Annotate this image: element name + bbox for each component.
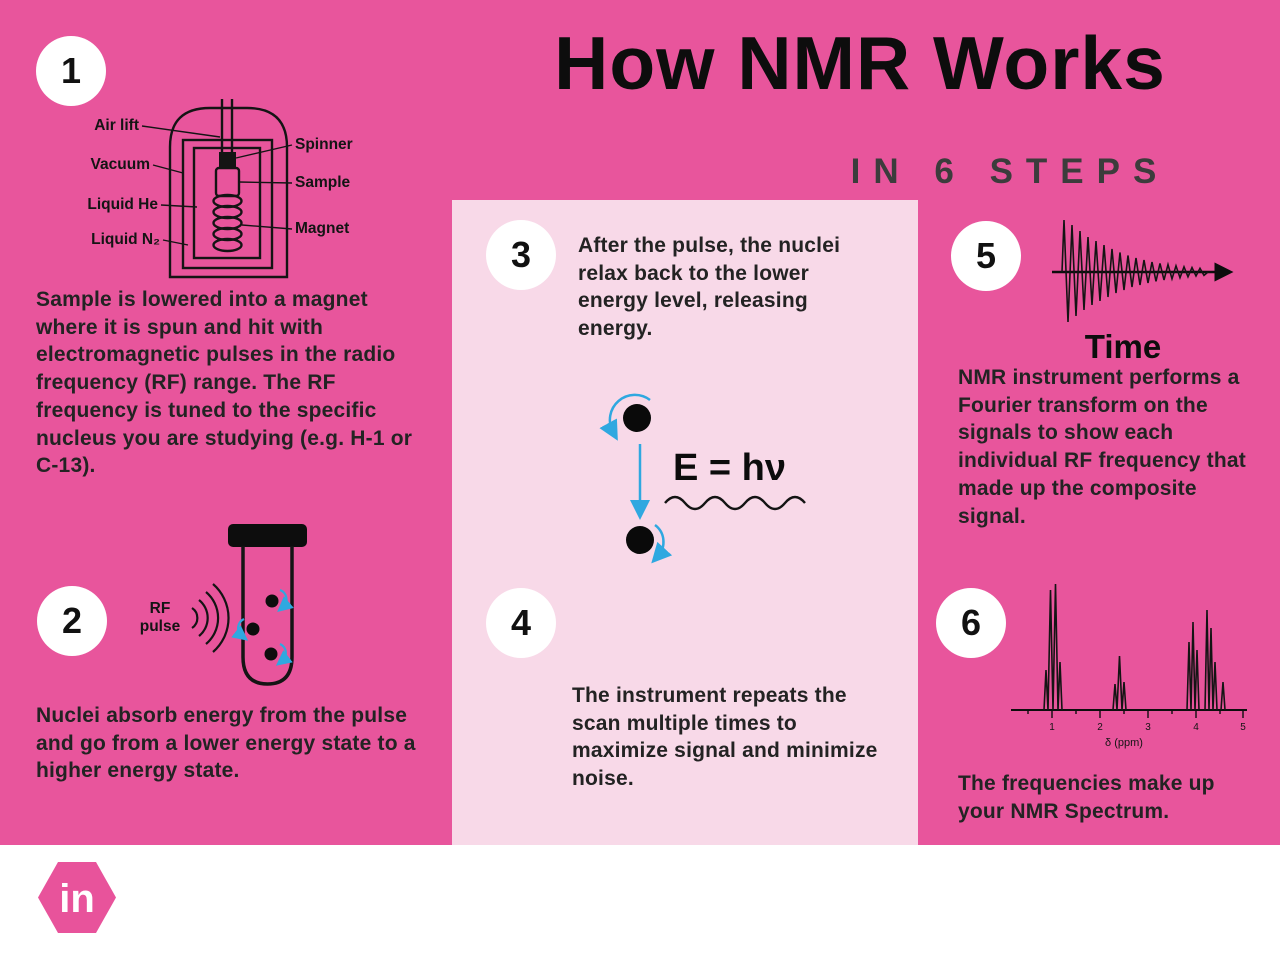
step-2-number: 2	[61, 600, 83, 641]
page-title: How NMR Works	[554, 21, 1166, 105]
ppm-axis-label: δ (ppm)	[1105, 737, 1143, 749]
step-4-number: 4	[510, 602, 532, 643]
magnet-label-liquid-he: Liquid He	[87, 196, 158, 213]
step-6-badge: 6	[936, 588, 1006, 658]
spinner-part	[219, 152, 236, 168]
time-axis-label: Time	[1084, 328, 1162, 365]
relaxation-arrows	[599, 393, 673, 564]
step-5-number: 5	[975, 235, 997, 276]
magnet-label-vacuum: Vacuum	[91, 156, 150, 173]
energy-equation: E = hν	[673, 447, 786, 489]
upper-nucleus	[623, 404, 651, 432]
energy-release-diagram: E = hν	[599, 393, 806, 564]
step-1-badge: 1	[36, 36, 106, 106]
lower-nucleus	[626, 526, 654, 554]
logo-hexagon	[38, 862, 116, 933]
step-5-badge: 5	[951, 221, 1021, 291]
step-2-badge: 2	[37, 586, 107, 656]
tick-1: 1	[1049, 722, 1055, 733]
tick-4: 4	[1193, 722, 1199, 733]
tick-5: 5	[1240, 722, 1246, 733]
step-3-number: 3	[510, 234, 532, 275]
axis-ticks	[1027, 710, 1244, 718]
magnet-label-spinner: Spinner	[295, 136, 353, 153]
label-leader-lines	[141, 125, 293, 246]
spectrum-peaks	[1043, 583, 1226, 711]
magnet-label-sample: Sample	[295, 174, 351, 191]
rf-pulse-diagram: RF pulse	[140, 524, 307, 686]
step-1-text: Sample is lowered into a magnet where it…	[36, 288, 413, 478]
nuclei-dots	[246, 594, 279, 661]
fid-waveform	[1061, 219, 1209, 323]
rf-pulse-label-line1: RF	[150, 600, 171, 617]
test-tube	[241, 546, 294, 686]
step-2-text: Nuclei absorb energy from the pulse and …	[36, 704, 416, 783]
rf-pulse-label-line2: pulse	[140, 618, 181, 635]
step-4-badge: 4	[486, 588, 556, 658]
magnet-label-air-lift: Air lift	[94, 117, 139, 134]
tick-3: 3	[1145, 722, 1151, 733]
center-panel	[452, 200, 918, 845]
spin-arrows	[231, 588, 294, 666]
brand-logo: in	[38, 862, 116, 933]
step-4-text: The instrument repeats the scan multiple…	[572, 684, 878, 791]
footer-bar: in chemistry	[0, 845, 1280, 960]
tube-cap	[228, 524, 307, 547]
step-1-number: 1	[60, 50, 82, 91]
magnet-outline	[168, 99, 289, 279]
step-3-badge: 3	[486, 220, 556, 290]
step-6-number: 6	[960, 602, 982, 643]
step-6-text: The frequencies make up your NMR Spectru…	[958, 772, 1215, 823]
nmr-spectrum-diagram: 1 2 3 4 5 δ (ppm)	[1011, 583, 1247, 749]
tick-2: 2	[1097, 722, 1103, 733]
step-5-text: NMR instrument performs a Fourier transf…	[958, 366, 1246, 528]
fid-signal-diagram	[1052, 219, 1234, 323]
photon-wave	[664, 495, 806, 511]
magnet-label-liquid-n2: Liquid N₂	[91, 231, 160, 248]
step-3-text: After the pulse, the nuclei relax back t…	[578, 234, 841, 341]
page-subtitle: IN 6 STEPS	[850, 152, 1170, 191]
rf-wave-arcs	[191, 583, 230, 653]
magnet-label-magnet: Magnet	[295, 220, 349, 237]
logo-text: in	[59, 877, 95, 921]
magnet-diagram: Air lift Vacuum Liquid He Liquid N₂ Spin…	[87, 99, 353, 279]
